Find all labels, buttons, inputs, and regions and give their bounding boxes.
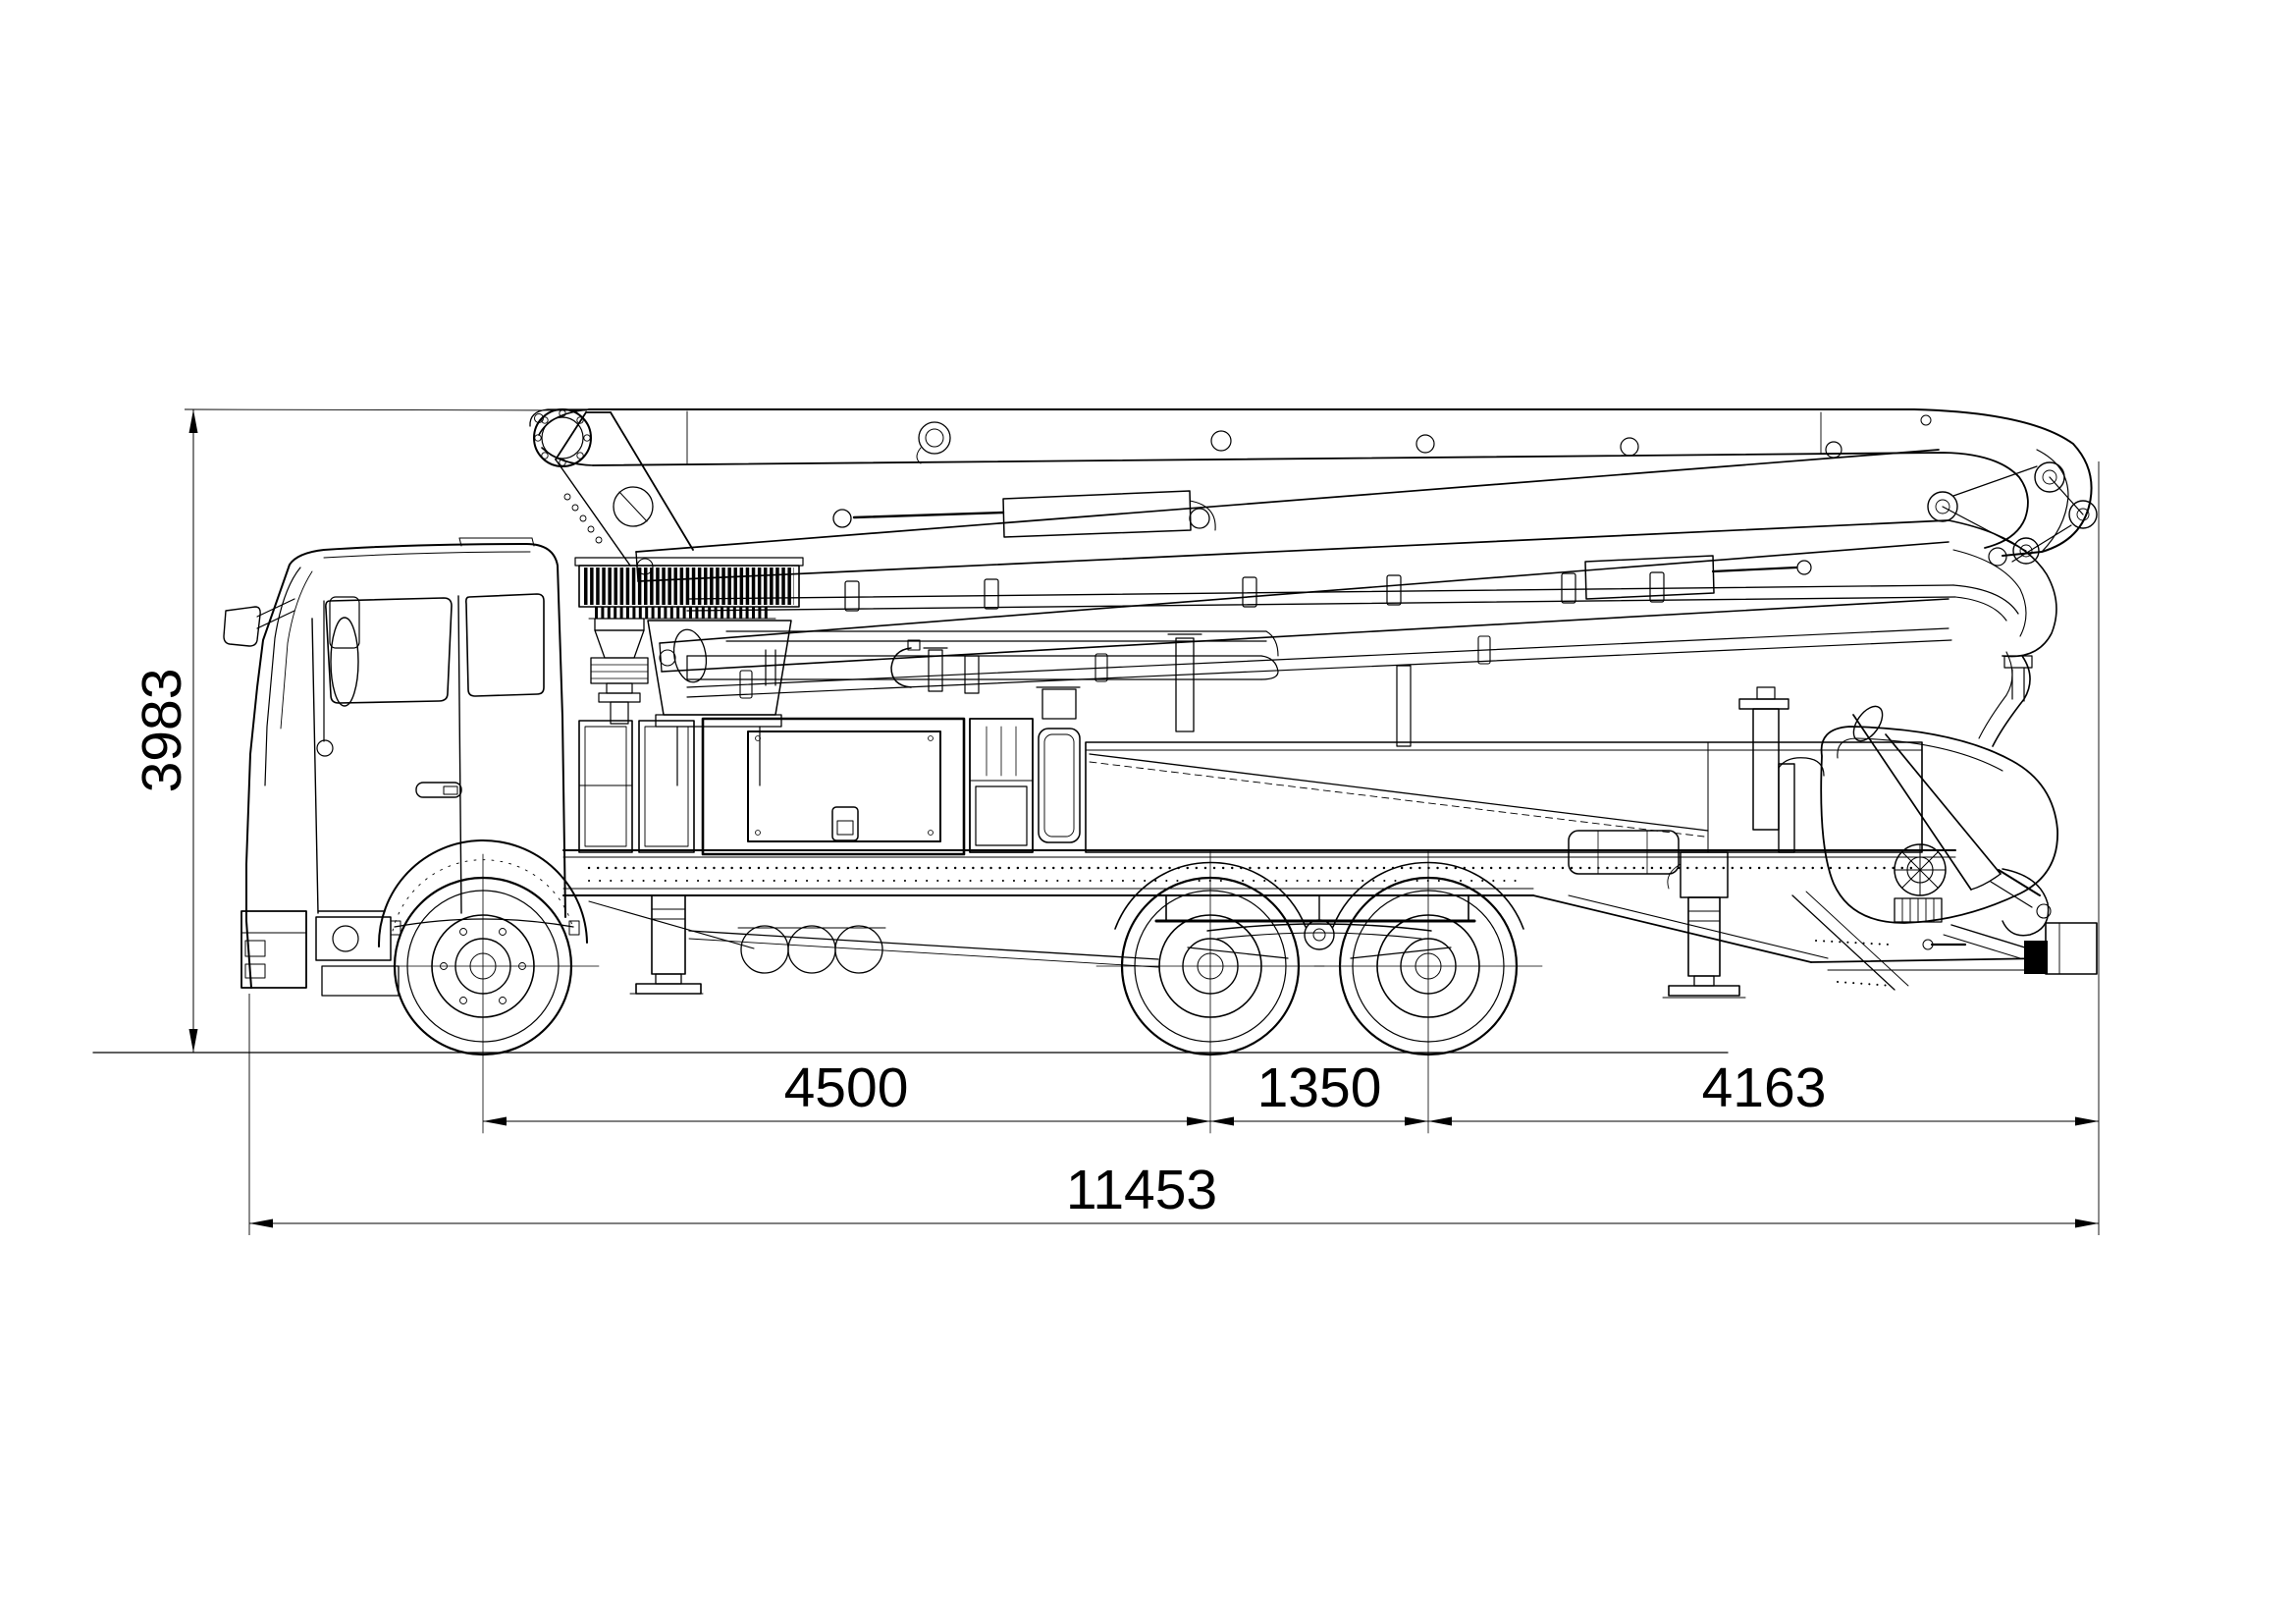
turret-pedestal — [529, 408, 804, 786]
rear-wheel-2 — [1313, 849, 1543, 1134]
dim-label-overall-length: 11453 — [1066, 1159, 1217, 1221]
truck-drawing — [92, 408, 2098, 1134]
delivery-pipe-lower — [686, 627, 1952, 699]
cab-step-box — [315, 916, 392, 961]
valve-bank — [1894, 897, 1943, 923]
agitator — [1894, 843, 1947, 896]
slewing-ring-gear — [578, 565, 800, 608]
drive-shaft — [688, 930, 1159, 960]
front-bumper — [240, 910, 307, 989]
dim-overall-length: 11453 — [249, 1159, 2099, 1228]
rear-side-window — [465, 593, 545, 697]
boom-tip-elbow — [1978, 651, 2033, 747]
boom-section-3 — [659, 541, 1949, 673]
boom-cylinder-2 — [1584, 555, 1812, 600]
arrowhead-left-icon — [1210, 1116, 1234, 1126]
side-panel — [1038, 728, 1081, 843]
dim-label-wheelbase: 4500 — [784, 1056, 909, 1119]
arrowhead-right-icon — [1187, 1116, 1210, 1126]
front-outrigger — [588, 894, 755, 995]
door-window — [325, 597, 453, 704]
toolbox — [701, 717, 966, 856]
boom-foot-pivot — [529, 408, 592, 467]
arrowhead-right-icon — [1405, 1116, 1428, 1126]
front-wheel — [366, 853, 600, 1134]
arrowhead-right-icon — [2075, 1218, 2099, 1228]
dim-label-tandem: 1350 — [1257, 1056, 1382, 1119]
boom-assembly — [538, 408, 2098, 831]
side-cabinet-1 — [578, 720, 633, 853]
deck-equipment — [578, 717, 1923, 875]
hopper-support-post — [1778, 763, 1795, 853]
extension-line-boom-top — [184, 408, 588, 411]
dimension-annotations: 3983 4500 1350 4163 11453 — [131, 408, 2100, 1235]
boom-section-1 — [538, 408, 2093, 557]
outlet-s-valve — [1990, 868, 2052, 937]
slewing-drive-motor — [590, 618, 649, 725]
tandem-suspension — [1154, 894, 1476, 959]
rear-fender-2 — [1332, 861, 1524, 930]
wide-angle-mirror — [223, 606, 261, 647]
water-tank — [1568, 830, 1680, 875]
arrowhead-left-icon — [249, 1218, 273, 1228]
boom-a-frame — [555, 411, 694, 567]
front-wheel-arch — [377, 839, 588, 947]
dim-label-height: 3983 — [131, 669, 193, 793]
boom-section-2 — [635, 449, 2057, 658]
rear-outrigger-foot — [1668, 985, 1740, 997]
pump-cabinet — [969, 718, 1034, 853]
stowed-fender-3 — [834, 925, 883, 974]
arrowhead-right-icon — [2075, 1116, 2099, 1126]
chassis-frame — [390, 849, 2098, 975]
cab-outline — [245, 543, 566, 989]
hopper-chute-tube — [1852, 705, 2002, 891]
boom-knuckle-links — [1927, 461, 2098, 567]
main-mirror — [330, 617, 359, 707]
arrowhead-down-icon — [188, 1029, 198, 1053]
hopper-assembly — [1778, 705, 2058, 991]
rear-deck-body — [1085, 741, 1923, 853]
door-handle — [415, 782, 462, 798]
mirror-bracket — [329, 596, 360, 649]
door-front-edge — [311, 618, 319, 914]
boom-cylinder-1 — [832, 490, 1216, 538]
pipe-support-stands — [923, 633, 1789, 831]
rear-outrigger — [1662, 851, 1746, 999]
arrowhead-up-icon — [188, 409, 198, 433]
arrowhead-left-icon — [483, 1116, 507, 1126]
dim-label-rear-overhang: 4163 — [1702, 1056, 1827, 1119]
front-leaf-spring — [394, 918, 574, 928]
truck-cab — [223, 537, 588, 997]
rear-support-pad — [2024, 941, 2048, 974]
rear-wheel-1 — [1095, 849, 1325, 1134]
dim-chain-axles: 4500 1350 4163 — [483, 1056, 2099, 1126]
arrowhead-left-icon — [1428, 1116, 1452, 1126]
hopper-bowl — [1820, 726, 2058, 924]
b-pillar — [457, 595, 462, 914]
dim-overall-height: 3983 — [131, 409, 198, 1053]
rear-fender-1 — [1114, 861, 1307, 930]
toolbox-latch — [831, 806, 859, 841]
side-cabinet-2 — [638, 720, 695, 853]
